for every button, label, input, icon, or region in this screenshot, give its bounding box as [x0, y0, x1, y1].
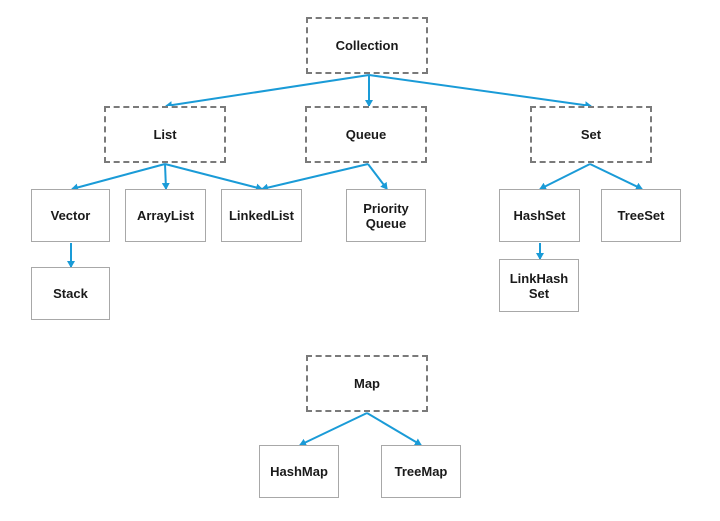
- queue-label: Queue: [345, 127, 387, 142]
- collection-label: Collection: [335, 38, 399, 53]
- hashmap-class-node: HashMap: [259, 445, 339, 498]
- linkhashset-label: LinkHash Set: [509, 270, 569, 301]
- priority-queue-label: Priority Queue: [363, 200, 409, 231]
- collection-interface-node: Collection: [306, 17, 428, 74]
- edge-queue-to-priority_queue: [367, 163, 388, 190]
- treeset-class-node: TreeSet: [601, 189, 681, 242]
- arraylist-class-node: ArrayList: [125, 189, 206, 242]
- vector-class-node: Vector: [31, 189, 110, 242]
- edge-set-to-treeset: [589, 163, 643, 191]
- edge-map-to-hashmap: [299, 412, 368, 447]
- edge-list-to-arraylist: [161, 163, 170, 190]
- treeset-label: TreeSet: [617, 208, 665, 223]
- linkedlist-label: LinkedList: [228, 208, 294, 223]
- map-interface-node: Map: [306, 355, 428, 412]
- set-interface-node: Set: [530, 106, 652, 163]
- edge-queue-to-linkedlist: [261, 163, 369, 192]
- hashset-label: HashSet: [513, 208, 566, 223]
- list-interface-node: List: [104, 106, 226, 163]
- linkedlist-class-node: LinkedList: [221, 189, 302, 242]
- edge-list-to-linkedlist: [164, 163, 263, 192]
- vector-label: Vector: [50, 208, 91, 223]
- edge-collection-to-set: [368, 74, 592, 110]
- stack-label: Stack: [53, 286, 88, 301]
- stack-class-node: Stack: [31, 267, 110, 320]
- arraylist-label: ArrayList: [136, 208, 195, 223]
- edge-list-to-vector: [71, 163, 166, 192]
- queue-interface-node: Queue: [305, 106, 427, 163]
- edge-set-to-hashset: [539, 163, 591, 190]
- set-label: Set: [580, 127, 602, 142]
- hashmap-label: HashMap: [270, 464, 328, 479]
- list-label: List: [153, 127, 177, 142]
- edge-collection-to-list: [165, 74, 370, 110]
- linkhashset-class-node: LinkHash Set: [499, 259, 579, 312]
- map-label: Map: [354, 376, 380, 391]
- priority-queue-class-node: Priority Queue: [346, 189, 426, 242]
- hashset-class-node: HashSet: [499, 189, 580, 242]
- treemap-label: TreeMap: [394, 464, 448, 479]
- edge-map-to-treemap: [366, 412, 422, 446]
- treemap-class-node: TreeMap: [381, 445, 461, 498]
